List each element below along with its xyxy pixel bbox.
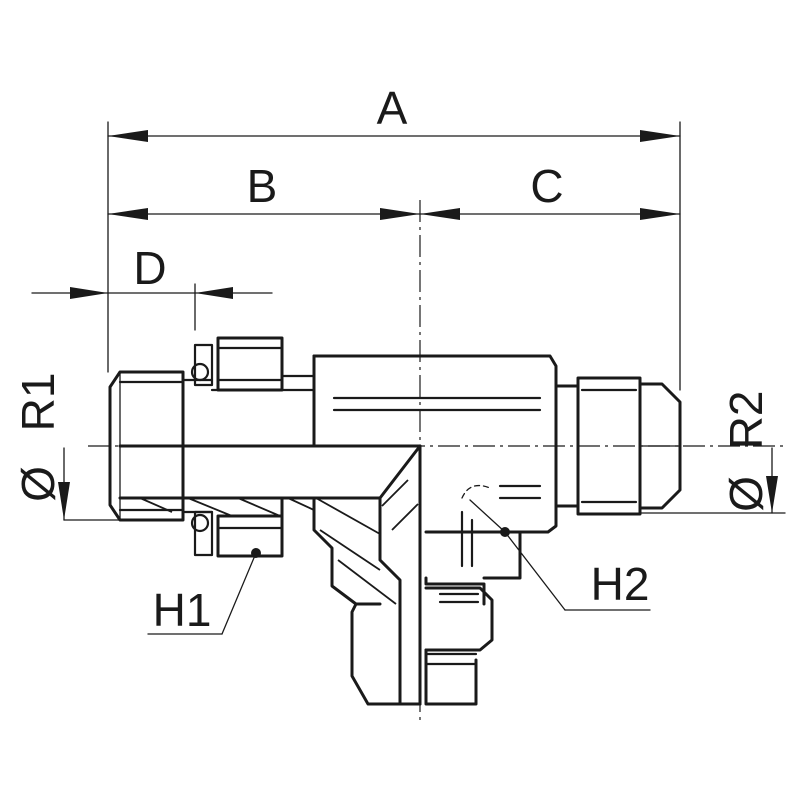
label-h2: H2: [591, 558, 650, 610]
dimension-b: [107, 208, 421, 220]
o-ring-seals: [190, 343, 214, 557]
section-hatching: [139, 479, 419, 605]
dimension-d: [31, 287, 273, 299]
label-r2: R2: [720, 391, 772, 450]
dimension-a: [107, 130, 681, 142]
label-b: B: [247, 160, 278, 212]
label-r1: R1: [12, 373, 64, 432]
dimension-c: [419, 208, 681, 220]
extension-lines: [63, 121, 786, 521]
label-c: C: [530, 160, 563, 212]
tee-body-run: [312, 354, 558, 534]
label-h1: H1: [153, 584, 212, 636]
dimension-r1: [58, 447, 70, 521]
diameter-symbol-r2: Ø: [720, 476, 772, 512]
dimension-r2: [766, 447, 778, 514]
label-d: D: [133, 242, 166, 294]
sectioned-bore: [118, 444, 422, 706]
label-a: A: [377, 82, 408, 134]
diameter-symbol-r1: Ø: [12, 466, 64, 502]
bottom-flare-end: [350, 530, 522, 706]
right-flare-end: [554, 376, 682, 516]
inner-passage: [460, 484, 542, 568]
